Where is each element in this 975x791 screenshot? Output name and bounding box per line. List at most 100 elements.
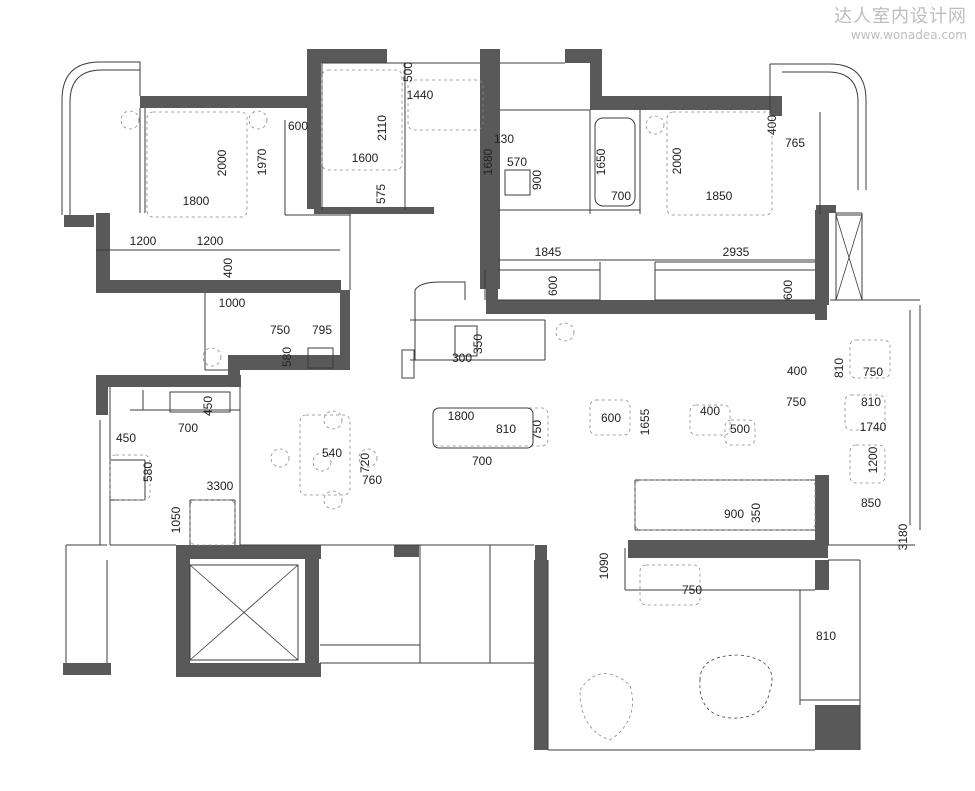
furniture: [146, 111, 248, 218]
rug: [699, 654, 773, 719]
sink: [504, 169, 531, 196]
chair: [270, 448, 290, 468]
dimension-label: 810: [832, 358, 846, 378]
island-table: [432, 407, 534, 449]
wall: [394, 545, 419, 557]
dimension-label: 600: [288, 119, 308, 133]
dimension-label: 1440: [407, 88, 434, 102]
dimension-label: 1200: [130, 234, 157, 248]
dimension-label: 400: [765, 115, 779, 135]
dimension-label: 700: [611, 189, 631, 203]
furniture: [849, 339, 891, 379]
dimension-label: 2000: [215, 149, 229, 176]
chair: [248, 110, 268, 130]
armchair: [579, 673, 633, 741]
dimension-label: 810: [496, 422, 516, 436]
bathtub: [594, 117, 636, 207]
wall: [480, 49, 500, 289]
dimension-label: 750: [270, 323, 290, 337]
furniture: [189, 499, 236, 546]
furniture: [689, 404, 731, 436]
dimension-label: 765: [785, 136, 805, 150]
furniture-layer: [109, 69, 891, 741]
dimension-label: 1800: [448, 409, 475, 423]
wall: [815, 300, 827, 320]
dimension-label: 300: [452, 351, 472, 365]
wall: [340, 290, 350, 370]
dimension-label: 750: [786, 395, 806, 409]
elevator-cross: [189, 564, 299, 661]
wall: [534, 560, 548, 750]
wall: [305, 545, 319, 675]
dimension-label: 570: [507, 155, 527, 169]
wall: [307, 49, 321, 209]
wall: [176, 545, 190, 675]
balcony-left-inner: [69, 69, 140, 215]
wall: [815, 560, 829, 590]
dimension-label: 600: [601, 411, 621, 425]
wall: [176, 663, 321, 677]
chair: [202, 347, 222, 367]
wall: [628, 540, 828, 558]
dimension-label: 575: [374, 184, 388, 204]
dimension-label: 1200: [866, 446, 880, 473]
dimension-label: 3300: [207, 479, 234, 493]
wall: [228, 355, 240, 385]
wall: [96, 375, 241, 387]
dimension-label: 400: [700, 404, 720, 418]
dimension-label: 130: [494, 132, 514, 146]
furniture: [639, 564, 701, 606]
furniture: [666, 111, 773, 216]
dimension-label: 2935: [723, 245, 750, 259]
furniture: [321, 69, 403, 171]
dimension-label: 810: [816, 629, 836, 643]
dimension-label: 795: [312, 323, 332, 337]
dimension-label: 600: [781, 280, 795, 300]
furniture: [634, 479, 816, 531]
wall: [816, 205, 836, 213]
chair: [120, 110, 140, 130]
wall: [228, 355, 343, 370]
wall: [535, 545, 547, 560]
furniture: [299, 414, 351, 496]
shaft-box: [835, 214, 863, 301]
dimension-label: 810: [861, 395, 881, 409]
watermark-url: www.wonadea.com: [850, 28, 967, 42]
wall: [96, 213, 110, 293]
dimension-label: 350: [471, 334, 485, 354]
wall: [815, 705, 860, 750]
dimension-label: 1600: [352, 151, 379, 165]
wall: [307, 49, 387, 63]
cabinet: [454, 325, 478, 357]
dimension-label: 600: [546, 276, 560, 296]
wall: [815, 210, 829, 305]
wall: [484, 200, 498, 228]
dimension-label: 1050: [169, 506, 183, 533]
furniture: [724, 419, 756, 446]
balcony-left: [61, 61, 141, 215]
watermark-title: 达人室内设计网: [834, 6, 967, 26]
dimension-label: 1845: [535, 245, 562, 259]
dimension-label: 450: [116, 431, 136, 445]
shaft-cross: [835, 214, 863, 301]
dimension-label: 500: [730, 422, 750, 436]
wall: [140, 96, 290, 108]
dimension-label: 450: [201, 396, 215, 416]
dimension-label: 700: [178, 421, 198, 435]
dimension-label: 1850: [706, 189, 733, 203]
wall: [314, 207, 434, 214]
dimension-label: 1970: [255, 148, 269, 175]
wall: [176, 545, 321, 559]
dimension-label: 1655: [638, 408, 652, 435]
wall: [64, 215, 94, 227]
dimension-label: 750: [530, 420, 544, 440]
dimension-label: 750: [863, 365, 883, 379]
dimension-label: 720: [358, 453, 372, 473]
dimension-label: 900: [530, 170, 544, 190]
dimension-label: 580: [141, 462, 155, 482]
dimension-label: 1800: [183, 194, 210, 208]
furniture: [109, 454, 151, 501]
elevator-box: [189, 564, 299, 661]
wall: [815, 475, 829, 545]
